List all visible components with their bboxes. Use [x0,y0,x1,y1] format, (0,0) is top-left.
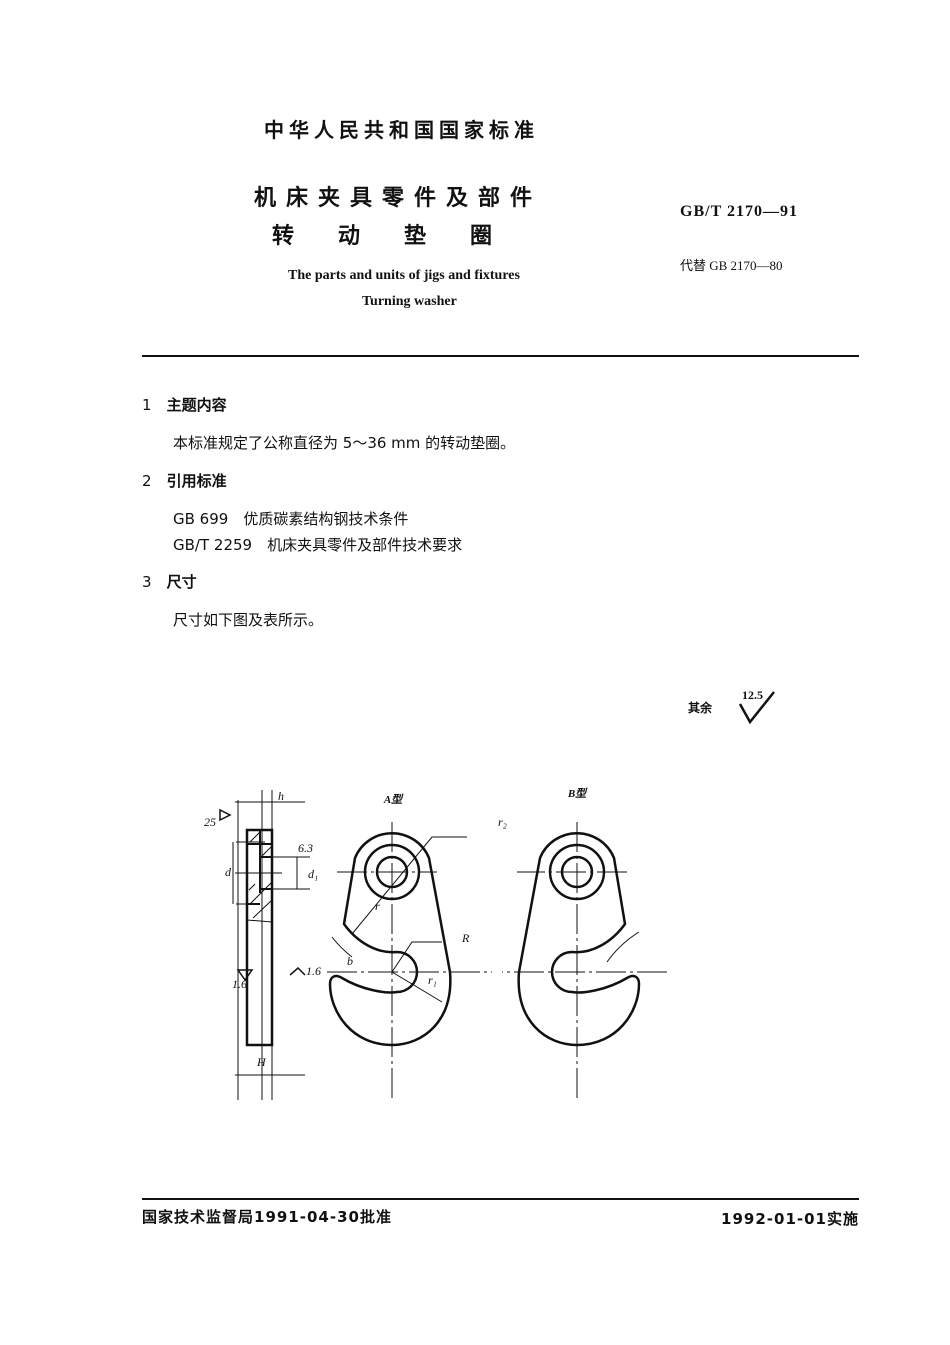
section-number: 2 [142,472,152,490]
section-title: 引用标准 [166,472,227,490]
type-b-label: B型 [567,787,588,800]
side-view [219,790,310,1100]
type-b-view [502,822,667,1102]
washer-drawing: h d d₁ H 25 6.3 1.6 1.6 r₂ r R b r₁ A型 B… [204,787,667,1102]
roughness-rest-label: 其余 [688,701,713,715]
dim-d1-label: d₁ [308,867,318,881]
roughness-16-left-label: 1.6 [232,977,247,991]
reference-item: GB 699 优质碳素结构钢技术条件 [173,510,409,528]
footer-divider [142,1198,859,1200]
type-a-label: A型 [383,793,404,806]
section-title: 主题内容 [166,396,227,414]
title-cn-line1: 机床夹具零件及部件 [254,186,543,211]
dim-H-label: H [256,1055,267,1069]
replaces-standard: 代替 GB 2170—80 [680,258,783,273]
title-en-line1: The parts and units of jigs and fixtures [288,268,520,283]
effective-date: 1992-01-01实施 [721,1210,859,1228]
dim-r1-label: r₁ [428,973,437,987]
title-cn-line2: 转动垫圈 [272,224,537,249]
title-en-line2: Turning washer [362,294,457,309]
roughness-63-label: 6.3 [298,841,313,855]
country-standard-heading: 中华人民共和国国家标准 [264,118,539,142]
roughness-16-right-label: 1.6 [306,964,321,978]
dim-r-label: r [375,899,380,913]
section-text: 尺寸如下图及表所示。 [173,611,324,629]
section-number: 1 [142,396,152,414]
header-divider [142,355,859,357]
section-text: 本标准规定了公称直径为 5～36 mm 的转动垫圈。 [173,434,516,452]
reference-item: GB/T 2259 机床夹具零件及部件技术要求 [173,536,463,554]
roughness-symbol-icon [738,691,775,725]
dim-d-label: d [225,865,232,879]
section-title: 尺寸 [166,573,197,591]
dim-h-label: h [278,789,284,803]
roughness-rest-value: 12.5 [742,688,763,702]
roughness-25-label: 25 [204,815,216,829]
section-number: 3 [142,573,152,591]
standard-number: GB/T 2170—91 [680,203,798,220]
dim-R-label: R [461,931,470,945]
dim-r2-label: r₂ [498,815,507,829]
dim-b-label: b [347,954,353,968]
type-a-view [327,822,492,1102]
approval-date: 国家技术监督局1991-04-30批准 [142,1208,392,1226]
